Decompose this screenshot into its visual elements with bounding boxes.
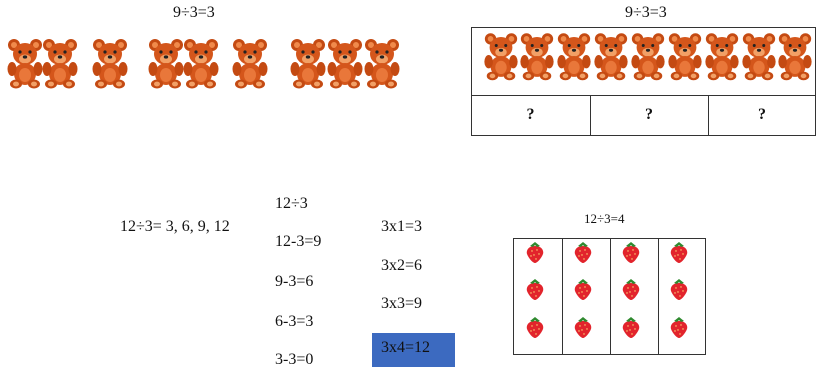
multiplication-line: 3x3=9 (381, 295, 423, 312)
question-cell: ? (758, 106, 766, 123)
strawberry-icon (621, 240, 641, 264)
strawberry-icon (525, 315, 545, 339)
grid-divider (610, 238, 611, 355)
teddy-bear-icon (592, 31, 630, 81)
subtraction-line: 12÷3 (275, 195, 308, 212)
strawberry-icon (525, 277, 545, 301)
subtraction-line: 3-3=0 (275, 351, 314, 368)
teddy-bear-icon (555, 31, 593, 81)
strawberry-grid (513, 238, 706, 355)
teddy-bear-icon (518, 31, 556, 81)
multiplication-line: 3x1=3 (381, 218, 423, 235)
strawberry-equation: 12÷3=4 (584, 211, 625, 226)
teddy-bear-icon (90, 37, 130, 89)
teddy-bear-icon (325, 37, 365, 89)
grid-divider (658, 238, 659, 355)
teddy-bear-icon (482, 31, 520, 81)
table-divider (708, 95, 709, 136)
subtraction-line: 12-3=9 (275, 233, 322, 250)
strawberry-icon (525, 240, 545, 264)
question-cell: ? (645, 106, 653, 123)
strawberry-icon (669, 240, 689, 264)
teddy-bear-icon (288, 37, 328, 89)
teddy-bear-icon (181, 37, 221, 89)
left-equation: 9÷3=3 (173, 4, 215, 21)
highlighted-answer: 3x4=12 (372, 333, 455, 367)
subtraction-line: 6-3=3 (275, 313, 314, 330)
grid-divider (562, 238, 563, 355)
subtraction-line: 9-3=6 (275, 273, 314, 290)
teddy-bear-icon (146, 37, 186, 89)
strawberry-icon (573, 277, 593, 301)
teddy-bear-icon (740, 31, 778, 81)
teddy-bear-icon (40, 37, 80, 89)
question-cell: ? (526, 106, 535, 123)
strawberry-icon (621, 277, 641, 301)
teddy-bear-icon (5, 37, 45, 89)
strawberry-icon (573, 240, 593, 264)
multiplication-line: 3x2=6 (381, 257, 423, 274)
table-divider (590, 95, 591, 136)
table-divider (471, 95, 816, 96)
teddy-bear-icon (362, 37, 402, 89)
multiplication-line: 3x4=12 (381, 339, 431, 356)
strawberry-icon (573, 315, 593, 339)
strawberry-icon (669, 315, 689, 339)
teddy-bear-icon (776, 31, 814, 81)
skip-counting-text: 12÷3= 3, 6, 9, 12 (120, 218, 230, 235)
teddy-bear-icon (230, 37, 270, 89)
teddy-bear-icon (629, 31, 667, 81)
strawberry-icon (669, 277, 689, 301)
teddy-bear-icon (666, 31, 704, 81)
right-equation: 9÷3=3 (625, 4, 667, 21)
teddy-bear-icon (703, 31, 741, 81)
strawberry-icon (621, 315, 641, 339)
